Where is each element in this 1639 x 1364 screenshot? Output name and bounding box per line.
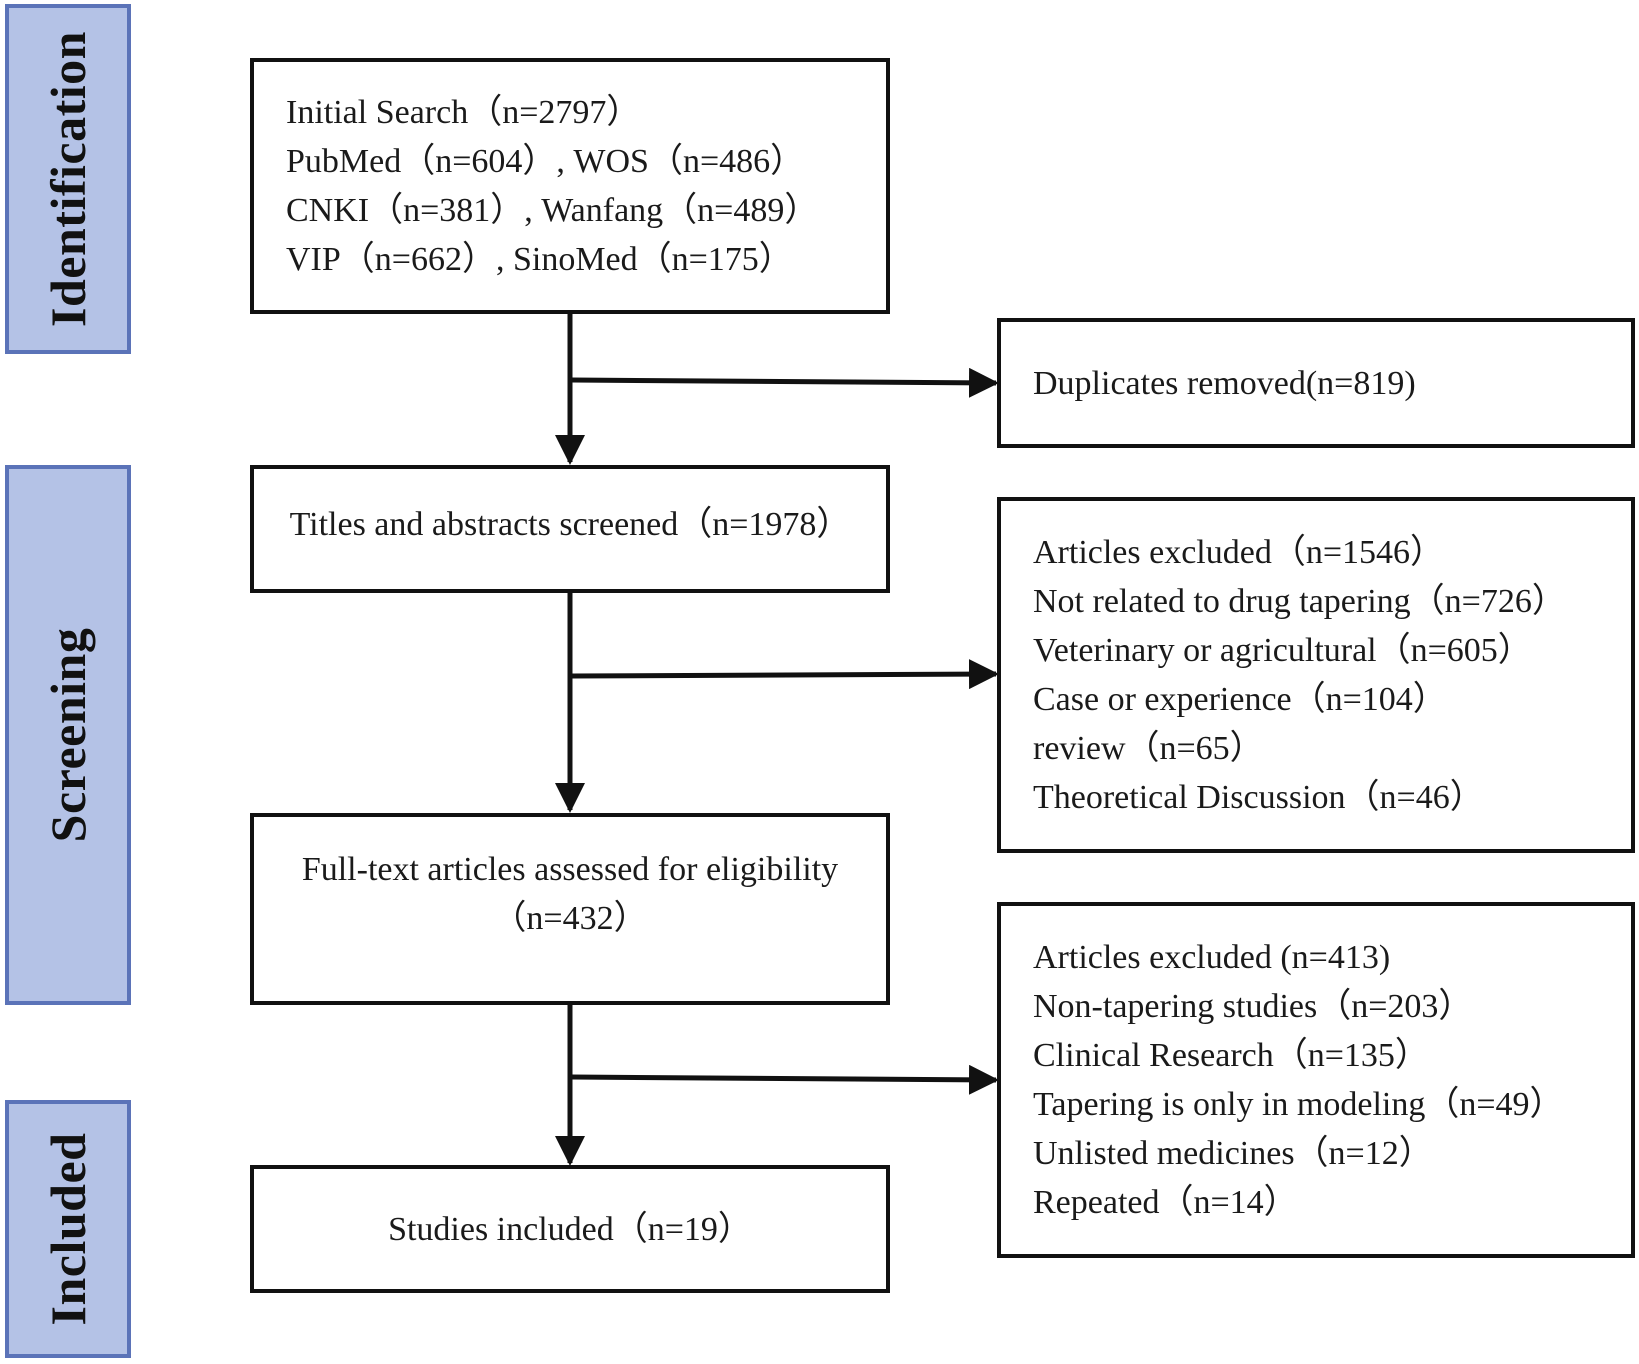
full-text-count: （n=432） [492, 900, 648, 937]
titles-abstracts-box: Titles and abstracts screened（n=1978） [250, 465, 890, 593]
database-line: PubMed（n=604）, WOS（n=486） [286, 143, 805, 180]
studies-included-box: Studies included（n=19） [250, 1165, 890, 1293]
arrow-right-duplicates [571, 367, 999, 398]
excluded-line: Veterinary or agricultural（n=605） [1033, 632, 1532, 669]
excluded-line: Articles excluded (n=413) [1033, 939, 1391, 976]
excluded-line: Repeated（n=14） [1033, 1184, 1298, 1221]
database-line: CNKI（n=381）, Wanfang（n=489） [286, 192, 819, 229]
initial-search-box: Initial Search（n=2797） PubMed（n=604）, WO… [250, 58, 890, 314]
excluded-line: Non-tapering studies（n=203） [1033, 988, 1473, 1025]
excluded-line: Theoretical Discussion（n=46） [1033, 779, 1484, 816]
excluded-line: review（n=65） [1033, 730, 1264, 767]
excluded-line: Case or experience（n=104） [1033, 681, 1447, 718]
arrow-right-excluded-1 [571, 659, 999, 690]
full-text-box: Full-text articles assessed for eligibil… [250, 813, 890, 1005]
arrow-right-excluded-2 [571, 1064, 999, 1095]
duplicates-removed-box: Duplicates removed(n=819) [997, 318, 1635, 448]
initial-search-line: Initial Search（n=2797） [286, 94, 641, 131]
excluded-line: Unlisted medicines（n=12） [1033, 1135, 1433, 1172]
phase-included: Included [5, 1100, 131, 1358]
studies-included-text: Studies included（n=19） [388, 1210, 752, 1248]
titles-abstracts-text: Titles and abstracts screened（n=1978） [289, 505, 851, 543]
full-text-line: Full-text articles assessed for eligibil… [301, 851, 839, 888]
excluded-line: Not related to drug tapering（n=726） [1033, 583, 1566, 620]
database-line: VIP（n=662）, SinoMed（n=175） [286, 241, 793, 278]
articles-excluded-box-2: Articles excluded (n=413) Non-tapering s… [997, 902, 1635, 1258]
excluded-line: Clinical Research（n=135） [1033, 1037, 1429, 1074]
excluded-line: Articles excluded（n=1546） [1033, 534, 1445, 571]
phase-screening: Screening [5, 465, 131, 1005]
duplicates-removed-text: Duplicates removed(n=819) [1033, 364, 1416, 402]
articles-excluded-box-1: Articles excluded（n=1546） Not related to… [997, 497, 1635, 853]
excluded-line: Tapering is only in modeling（n=49） [1033, 1086, 1564, 1123]
phase-identification: Identification [5, 4, 131, 354]
